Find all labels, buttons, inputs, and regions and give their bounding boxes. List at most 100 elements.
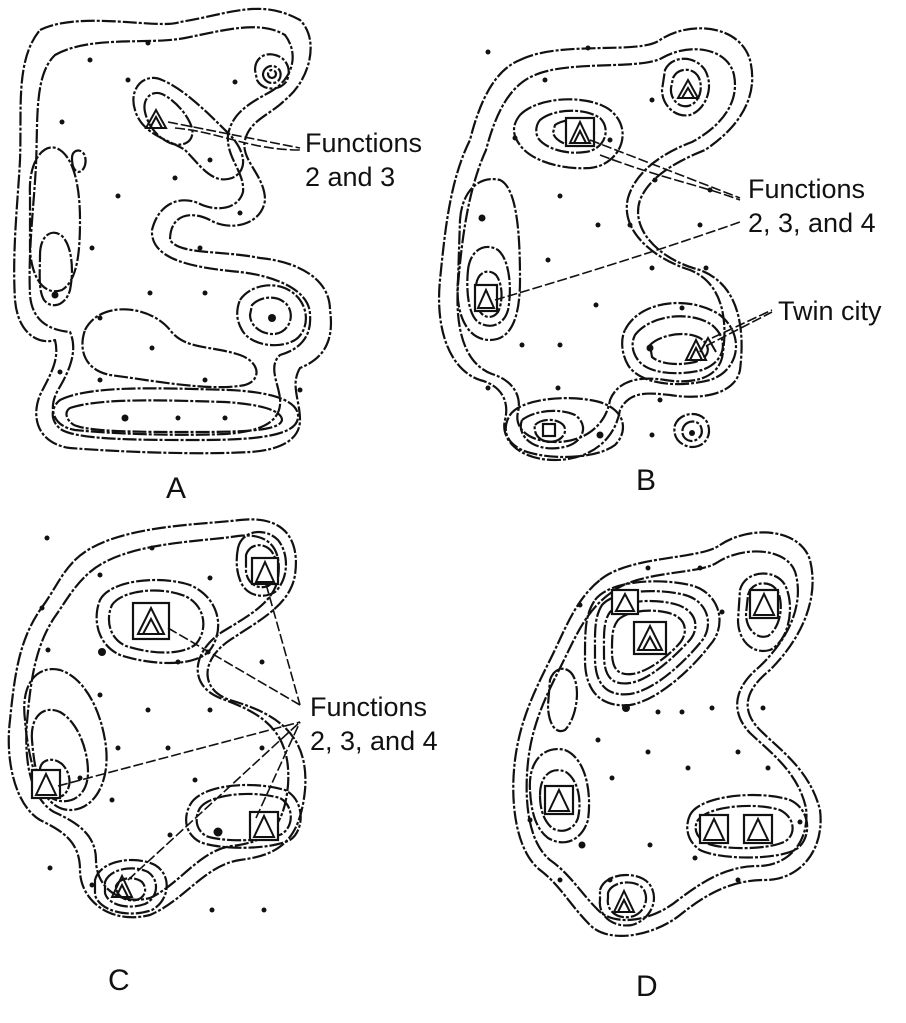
place-dot — [116, 746, 121, 751]
place-dot — [146, 708, 151, 713]
place-dot — [650, 266, 655, 271]
leader-line — [168, 122, 300, 148]
place-dot — [223, 416, 228, 421]
place-dot — [646, 566, 651, 571]
leader-line — [495, 222, 740, 300]
place-dot — [686, 766, 691, 771]
place-dot — [208, 576, 213, 581]
place-dot — [596, 738, 601, 743]
place-dot — [798, 820, 803, 825]
note-line-2: 2 and 3 — [305, 162, 395, 192]
contour — [268, 70, 276, 78]
place-dot — [233, 80, 238, 85]
place-dot — [650, 98, 655, 103]
panel-a-places — [52, 41, 303, 422]
place-dot — [720, 610, 725, 615]
place-dot — [528, 818, 533, 823]
place-dot — [168, 833, 173, 838]
place-dot — [680, 306, 685, 311]
place-dot — [766, 766, 771, 771]
place-dot — [656, 710, 661, 715]
place-dot — [558, 194, 563, 199]
place-dot — [628, 223, 633, 228]
place-dot — [558, 878, 563, 883]
place-dot — [710, 706, 715, 711]
place-dot — [596, 223, 601, 228]
place-dot — [148, 291, 153, 296]
place-dot — [260, 746, 265, 751]
place-dot — [173, 176, 178, 181]
place-dot — [98, 378, 103, 383]
note-line-2: 2, 3, and 4 — [748, 208, 876, 238]
place-dot — [193, 778, 198, 783]
leader-line — [712, 310, 772, 338]
panel-c: Functions 2, 3, and 4 C — [9, 519, 438, 997]
place-dot — [260, 660, 265, 665]
note-line-1: Functions — [305, 128, 422, 158]
place-dot — [146, 41, 151, 46]
note-line-1: Functions — [310, 692, 427, 722]
place-dot — [208, 708, 213, 713]
place-dot — [88, 58, 93, 63]
place-dot — [578, 603, 583, 608]
panel-a-note: Functions 2 and 3 — [305, 128, 430, 192]
place-dot — [176, 416, 181, 421]
place-dot — [150, 546, 155, 551]
contour — [457, 179, 520, 340]
place-dot — [698, 223, 703, 228]
twin-city-label: Twin city — [778, 296, 882, 326]
place-dot — [90, 246, 95, 251]
place-dot — [736, 878, 741, 883]
place-dot — [586, 46, 591, 51]
place-dot — [208, 158, 213, 163]
place-dot — [597, 432, 604, 439]
place-dot — [126, 78, 131, 83]
place-dot — [214, 828, 223, 837]
contour — [439, 28, 752, 460]
place-dot — [46, 648, 51, 653]
place-dot — [650, 433, 655, 438]
place-dot — [176, 660, 181, 665]
place-dot — [646, 750, 651, 755]
place-dot — [653, 178, 658, 183]
place-dot — [238, 211, 243, 216]
place-dot — [60, 120, 65, 125]
place-dot — [648, 843, 653, 848]
place-dot — [513, 136, 518, 141]
leader-line — [600, 155, 740, 200]
contour — [82, 309, 256, 387]
panel-d-letter: D — [636, 970, 658, 1003]
contour — [14, 9, 331, 453]
place-dot — [761, 706, 766, 711]
place-dot — [608, 138, 613, 143]
panel-b-note: Functions 2, 3, and 4 — [748, 174, 876, 238]
place-dot — [594, 303, 599, 308]
panel-c-letter: C — [108, 964, 130, 997]
place-dot — [110, 798, 115, 803]
place-dot — [122, 415, 129, 422]
contour — [72, 151, 86, 172]
place-dot — [262, 908, 267, 913]
panel-c-city-symbols — [32, 558, 278, 897]
panel-b-contours — [439, 28, 752, 460]
leader-line — [590, 140, 740, 198]
place-dot — [58, 370, 63, 375]
place-dot — [479, 215, 486, 222]
place-dot — [647, 345, 654, 352]
contour — [263, 66, 281, 83]
place-dot — [693, 856, 698, 861]
leader-line — [128, 722, 300, 880]
place-dot — [689, 430, 695, 436]
panel-a-contours — [14, 9, 331, 453]
place-dot — [556, 386, 561, 391]
place-dot — [203, 291, 208, 296]
panel-a-letter: A — [166, 472, 186, 505]
contour — [671, 70, 701, 107]
note-line-2: 2, 3, and 4 — [310, 726, 438, 756]
place-dot — [543, 78, 548, 83]
place-dot — [150, 346, 155, 351]
place-dot — [698, 566, 703, 571]
panel-a: Functions 2 and 3 A — [14, 9, 429, 505]
panel-b-leaders — [495, 140, 772, 346]
